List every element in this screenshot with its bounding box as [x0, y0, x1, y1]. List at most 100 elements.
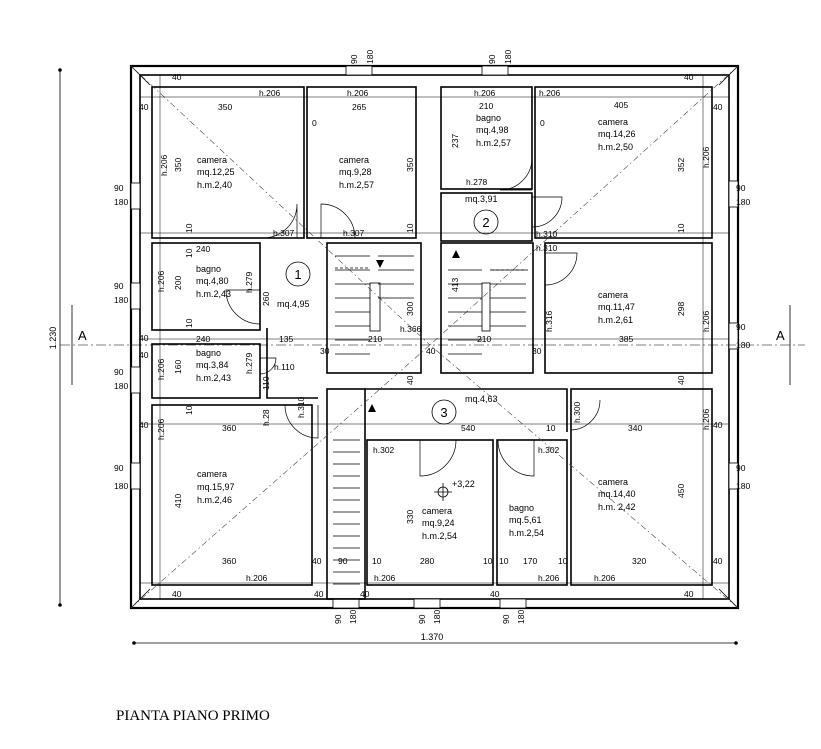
dim-d6: 90 — [349, 54, 359, 64]
dim-d109: 40 — [172, 589, 182, 599]
dim-d95: 40 — [312, 556, 322, 566]
dim-d81: 10 — [546, 423, 556, 433]
dim-d30: 10 — [184, 223, 194, 233]
outer-walls — [129, 64, 740, 610]
room-label-line: camera — [197, 155, 227, 165]
dim-d66: h.279 — [244, 352, 254, 374]
dim-d100: 10 — [499, 556, 509, 566]
dim-d93: 450 — [676, 484, 686, 498]
room-label-line: mq.12,25 — [197, 167, 235, 177]
dim-d108: h.206 — [594, 573, 616, 583]
dim-d106: h.206 — [374, 573, 396, 583]
dim-d20: 350 — [405, 158, 415, 172]
corridor-1-walls — [266, 328, 318, 399]
room-label-r8: camera mq.15,97 h.m.2,46 — [197, 469, 235, 505]
dim-d67: 110 — [261, 376, 271, 390]
overall-height-dot-bottom — [58, 603, 62, 607]
dim-d110: 40 — [314, 589, 324, 599]
room-label-r1: camera mq.12,25 h.m.2,40 — [197, 155, 235, 190]
door-camera-7 — [570, 399, 601, 431]
dim-d91: 410 — [173, 494, 183, 508]
room-label-line: camera — [339, 155, 369, 165]
dim-d57: 385 — [619, 334, 633, 344]
dim-d51: 40 — [139, 333, 149, 343]
dim-d55: 210 — [368, 334, 382, 344]
room-label-line: bagno — [196, 264, 221, 274]
dim-d43: 300 — [405, 302, 415, 316]
drawing-caption: PIANTA PIANO PRIMO — [116, 708, 270, 724]
overall-width-label: 1.370 — [421, 632, 444, 642]
dim-d70: 180 — [114, 381, 128, 391]
dim-d103: 320 — [632, 556, 646, 566]
dim-d102: 10 — [558, 556, 568, 566]
dim-d97: 10 — [372, 556, 382, 566]
dim-d33: 10 — [405, 223, 415, 233]
dim-d10: 90 — [487, 54, 497, 64]
room-labels: camera mq.12,25 h.m.2,40 camera mq.9,28 … — [196, 113, 636, 541]
room-camera-7-walls — [570, 388, 713, 586]
dim-d80: 540 — [461, 423, 475, 433]
room-label-line: h.m.2,43 — [196, 373, 231, 383]
dim-d65: 160 — [173, 360, 183, 374]
dim-d42: 260 — [261, 292, 271, 306]
dim-d8: h.206 — [474, 88, 496, 98]
dim-d112: 40 — [490, 589, 500, 599]
corridor-2-area: mq.3,91 — [465, 194, 498, 204]
room-camera-3-walls — [534, 86, 713, 239]
dim-d74: 40 — [405, 375, 415, 385]
dim-d75: 40 — [676, 375, 686, 385]
section-ticks — [71, 305, 791, 385]
door-camera-4 — [544, 252, 578, 286]
dim-d14: 40 — [684, 72, 694, 82]
dim-d69: 90 — [114, 367, 124, 377]
stair-right-walls — [440, 242, 534, 374]
dim-d83: h.206 — [156, 418, 166, 440]
dim-d25: 90 — [114, 183, 124, 193]
dim-d17: h.206 — [159, 154, 169, 176]
window-bottom-3 — [499, 598, 527, 609]
dim-d63: 40 — [139, 350, 149, 360]
dim-d12: h.206 — [539, 88, 561, 98]
dim-d56: 210 — [477, 334, 491, 344]
corridor-3-circle — [431, 399, 457, 425]
dim-d47: 180 — [114, 295, 128, 305]
stair-treads — [333, 250, 528, 585]
window-bottom-1 — [332, 598, 360, 609]
door-camera-3 — [531, 196, 563, 228]
room-bagno-3-walls — [151, 343, 261, 399]
room-label-line: mq.9,28 — [339, 167, 372, 177]
window-left-3 — [130, 366, 141, 394]
dim-d117: 180 — [432, 610, 442, 624]
room-label-line: bagno — [196, 348, 221, 358]
dim-d58: 90 — [736, 322, 746, 332]
window-left-4 — [130, 462, 141, 490]
room-label-line: camera — [422, 506, 452, 516]
dim-d39: h.206 — [156, 270, 166, 292]
dim-d3: 350 — [218, 102, 232, 112]
dim-d118: 90 — [501, 614, 511, 624]
dim-d85: h.302 — [373, 445, 395, 455]
room-label-line: camera — [598, 117, 628, 127]
dim-d115: 180 — [348, 610, 358, 624]
corridor-3-walls — [365, 388, 568, 432]
dim-d36: 10 — [184, 248, 194, 258]
dimension-chain-lines — [140, 75, 729, 599]
elevation-marker: +3,22 — [434, 479, 475, 501]
dim-d4: h.206 — [347, 88, 369, 98]
dim-d34: h.310 — [536, 229, 558, 239]
dimension-lines — [140, 75, 729, 599]
room-camera-4-walls — [544, 242, 713, 374]
dim-d114: 90 — [333, 614, 343, 624]
dim-d94: 360 — [222, 556, 236, 566]
corridor-1-area: mq.4,95 — [277, 299, 310, 309]
dim-d86: h.302 — [538, 445, 560, 455]
room-label-r7: camera mq.11,47 h.m.2,61 — [598, 290, 635, 325]
room-label-line: mq.11,47 — [598, 302, 635, 312]
dim-d29: h.278 — [466, 177, 488, 187]
dim-d53: 135 — [279, 334, 293, 344]
door-camera-2 — [320, 203, 356, 239]
dim-d13: 405 — [614, 100, 628, 110]
dim-d27: 90 — [736, 183, 746, 193]
corridor-1-number: 1 — [294, 267, 301, 282]
section-marker-left: A — [78, 328, 87, 343]
